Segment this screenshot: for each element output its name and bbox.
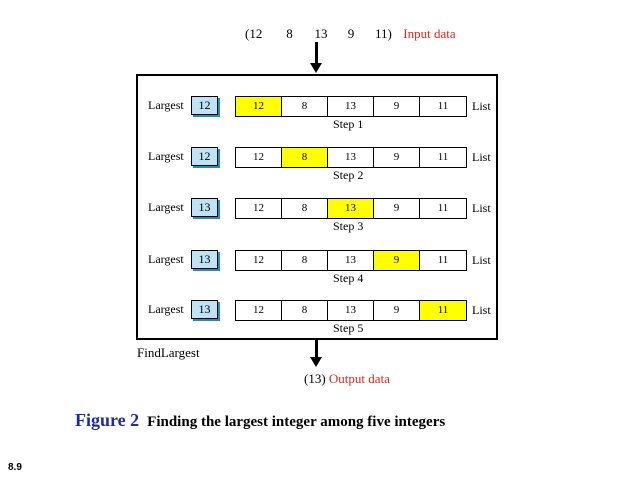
list-cell: 13 [328, 148, 374, 167]
figure-caption-text: Finding the largest integer among five i… [147, 414, 446, 430]
step-label: Step 4 [333, 271, 364, 285]
largest-label: Largest [148, 149, 184, 163]
output-data-line: (13) Output data [304, 371, 390, 387]
largest-value-box: 13 [191, 250, 218, 269]
largest-label: Largest [148, 98, 184, 112]
list-cell-current: 8 [282, 148, 328, 167]
largest-label: Largest [148, 200, 184, 214]
input-arrow-shaft [315, 42, 318, 64]
list-cell: 11 [437, 254, 449, 266]
largest-value-box: 12 [191, 147, 218, 166]
list-cell: 13 [328, 251, 374, 270]
list-cell: 11 [437, 202, 449, 214]
step-label: Step 1 [333, 117, 364, 131]
largest-value-box: 12 [191, 96, 218, 115]
list-cell: 13 [328, 301, 374, 320]
list-cell: 8 [282, 301, 328, 320]
input-value: 11) [375, 26, 392, 41]
input-value: (12 [245, 26, 263, 41]
output-arrow-shaft [315, 340, 318, 358]
list-cell: 12 [236, 251, 282, 270]
list-label: List [472, 201, 491, 215]
list-label: List [472, 99, 491, 113]
list-cell-current: 12 [236, 97, 282, 116]
list-cell: 9 [374, 301, 420, 320]
list-cell: 13 [328, 97, 374, 116]
figure-number: Figure 2 [75, 410, 140, 430]
page-number: 8.9 [8, 462, 22, 473]
list-cell: 9 [374, 97, 420, 116]
input-value: 13 [314, 26, 328, 41]
list-label: List [472, 303, 491, 317]
input-data-line: (12 8 13 9 11) Input data [245, 26, 456, 42]
input-data-label: Input data [403, 26, 456, 41]
list-cell: 8 [282, 199, 328, 218]
list-label: List [472, 253, 491, 267]
list-cell: 12 [236, 301, 282, 320]
input-value: 9 [347, 26, 355, 41]
input-arrow-head [310, 63, 322, 73]
list-cell: 12 [236, 199, 282, 218]
output-data-label: Output data [328, 371, 390, 386]
input-value: 8 [286, 26, 293, 41]
largest-value-box: 13 [191, 300, 218, 319]
list-cell: 8 [282, 251, 328, 270]
list-cell: 9 [374, 199, 420, 218]
step-label: Step 3 [333, 219, 364, 233]
largest-value-box: 13 [191, 198, 218, 217]
figure-caption: Figure 2 Finding the largest integer amo… [75, 410, 445, 431]
largest-label: Largest [148, 302, 184, 316]
list-cell: 9 [374, 148, 420, 167]
step-label: Step 2 [333, 168, 364, 182]
output-arrow-head [310, 357, 322, 367]
list-label: List [472, 150, 491, 164]
list-cell-current: 13 [328, 199, 374, 218]
module-name-label: FindLargest [137, 345, 200, 360]
output-value: (13) [304, 371, 326, 386]
list-cell: 8 [282, 97, 328, 116]
list-cell: 12 [236, 148, 282, 167]
largest-label: Largest [148, 252, 184, 266]
list-cell: 11 [437, 151, 449, 163]
list-cell-current: 11 [420, 301, 466, 320]
step-label: Step 5 [333, 321, 364, 335]
list-cell: 11 [437, 100, 449, 112]
list-cell-current: 9 [374, 251, 420, 270]
